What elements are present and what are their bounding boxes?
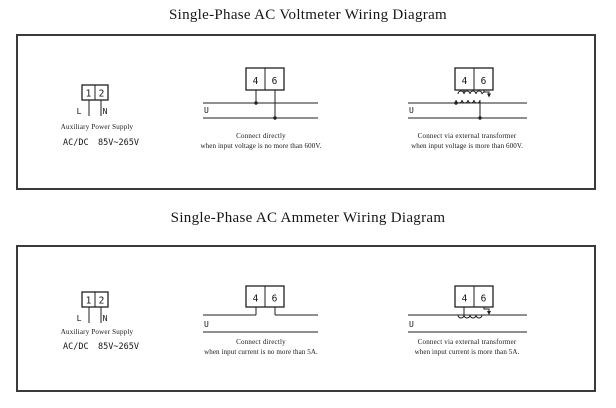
voltmeter-panel	[16, 34, 596, 190]
terminal-6-label: 6	[481, 294, 487, 305]
bus-lines	[408, 102, 527, 119]
ammeter-section-title: Single-Phase AC Ammeter Wiring Diagram	[170, 210, 446, 226]
caption-line1: Connect directly	[236, 338, 286, 346]
junction-dot	[273, 116, 277, 120]
caption-line2: when input voltage is no more than 600V.	[201, 142, 322, 150]
meter-terminal-block	[454, 67, 494, 91]
terminal-4-label: 4	[253, 76, 259, 87]
junction-dot	[254, 101, 258, 105]
terminal-6-label: 6	[272, 294, 278, 305]
bus-lines	[408, 314, 527, 333]
ammeter-aux-diagram: 1 2 L N Auxiliary Power Supply AC/DC 85V…	[61, 291, 139, 352]
caption-line1: Connect directly	[236, 132, 286, 140]
voltage-source-label: U	[204, 320, 209, 329]
ammeter-direct-diagram: 4 6 U Connect directly when input curren…	[203, 285, 318, 356]
caption-line2: when input current is no more than 5A.	[204, 348, 318, 356]
terminal-4-label: 4	[462, 76, 468, 87]
meter-terminal-block	[245, 67, 285, 91]
current-transformer-coil	[457, 307, 483, 319]
voltmeter-direct-diagram: 4 6 U Connect directly when input voltag…	[201, 67, 322, 150]
ground-arrow-icon	[483, 90, 491, 98]
aux-caption: Auxiliary Power Supply	[61, 328, 134, 336]
aux-terminal-1-label: 1	[86, 89, 92, 100]
aux-rating-value: 85V~265V	[98, 342, 139, 352]
caption-line1: Connect via external transformer	[418, 338, 517, 346]
aux-line-label: L	[77, 314, 82, 323]
voltmeter-aux-diagram: 1 2 L N Auxiliary Power Supply AC/DC 85V…	[61, 84, 139, 148]
ammeter-panel	[16, 245, 596, 392]
caption-line2: when input voltage is more than 600V.	[411, 142, 523, 150]
voltmeter-transformer-diagram: 4 6 U Connect via external transformer w…	[408, 67, 527, 150]
bus-lines	[203, 90, 318, 119]
voltage-source-label: U	[409, 320, 414, 329]
bus-lines	[203, 307, 318, 333]
meter-terminal-block	[454, 285, 494, 308]
voltage-transformer-coil	[455, 90, 485, 118]
terminal-6-label: 6	[481, 76, 487, 87]
caption-line2: when input current is more than 5A.	[415, 348, 520, 356]
junction-dot	[478, 116, 482, 120]
voltage-source-label: U	[409, 106, 414, 115]
aux-terminal-1-label: 1	[86, 296, 92, 307]
aux-line-label: L	[77, 107, 82, 116]
voltage-source-label: U	[204, 106, 209, 115]
aux-rating-prefix: AC/DC	[63, 342, 89, 352]
voltmeter-section-title: Single-Phase AC Voltmeter Wiring Diagram	[168, 7, 448, 23]
aux-caption: Auxiliary Power Supply	[61, 123, 134, 131]
aux-terminal-2-label: 2	[99, 89, 105, 100]
junction-dot	[454, 101, 458, 105]
aux-rating-prefix: AC/DC	[63, 138, 89, 148]
terminal-4-label: 4	[462, 294, 468, 305]
aux-rating-value: 85V~265V	[98, 138, 139, 148]
ammeter-transformer-diagram: 4 6 U Connect via external transformer w…	[408, 285, 527, 356]
aux-neutral-label: N	[103, 107, 108, 116]
aux-neutral-label: N	[103, 314, 108, 323]
terminal-4-label: 4	[253, 294, 259, 305]
ground-arrow-icon	[483, 307, 491, 315]
aux-terminal-block	[81, 84, 109, 116]
caption-line1: Connect via external transformer	[418, 132, 517, 140]
terminal-6-label: 6	[272, 76, 278, 87]
aux-terminal-2-label: 2	[99, 296, 105, 307]
aux-terminal-block	[81, 291, 109, 323]
meter-terminal-block	[245, 285, 285, 308]
